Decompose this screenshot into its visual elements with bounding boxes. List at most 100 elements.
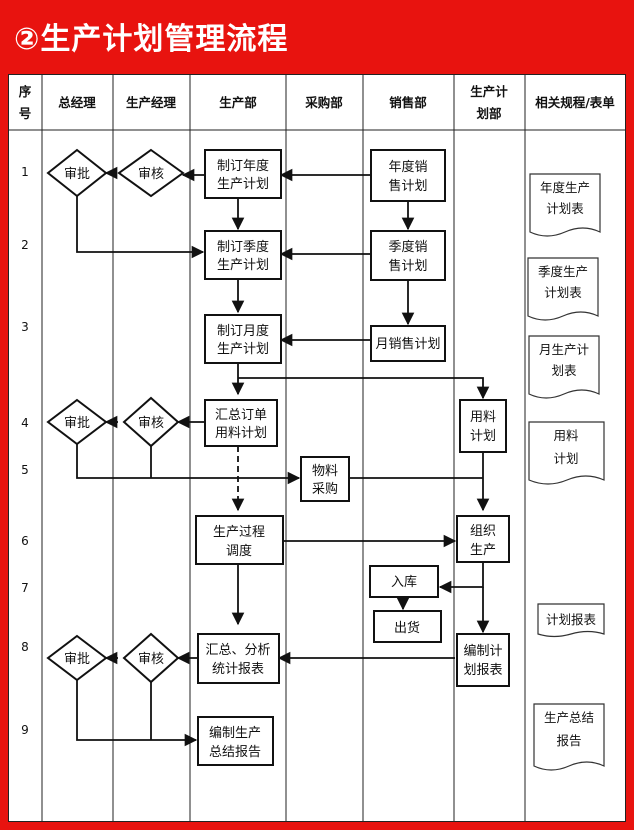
process-dispatch-label: 生产过程 <box>213 525 265 540</box>
row-number: 2 <box>21 238 29 252</box>
organize-production-box <box>456 515 510 563</box>
header-seq-1: 序 <box>19 84 32 99</box>
summary-report-doc-label: 生产总结 <box>544 710 594 725</box>
summary-orders-label: 用料计划 <box>215 426 267 441</box>
page-title: ②生产计划管理流程 <box>14 22 289 57</box>
column-headers: 序 号 总经理 生产经理 生产部 采购部 销售部 生产计 划部 相关规程/表单 <box>19 84 616 121</box>
shipment-box <box>373 610 442 643</box>
material-plan-label: 计划 <box>470 429 496 444</box>
row-number: 5 <box>21 463 29 477</box>
row-number: 4 <box>21 416 29 430</box>
material-plan-doc-label: 计划 <box>553 451 578 466</box>
quarterly-production-plan-label: 制订季度 <box>217 239 269 255</box>
quarterly-plan-form-label: 计划表 <box>544 285 582 300</box>
summary-report-label: 总结报告 <box>209 745 261 760</box>
approve-diamond <box>46 634 108 682</box>
review-diamond <box>122 396 180 448</box>
review-label: 审核 <box>138 167 164 182</box>
review-diamond <box>122 632 180 684</box>
quarterly-sales-plan-box <box>370 230 446 281</box>
row-number: 7 <box>21 581 29 595</box>
material-plan-box <box>459 399 507 453</box>
quarterly-production-plan-box <box>204 230 282 280</box>
summary-stats-box <box>197 633 280 684</box>
monthly-production-plan-label: 生产计划 <box>217 342 269 357</box>
annual-sales-plan-label: 年度销 <box>388 159 427 175</box>
monthly-plan-form-label: 月生产计 <box>539 342 589 357</box>
quarterly-production-plan-label: 生产计划 <box>217 258 269 273</box>
quarterly-plan-form-doc <box>527 257 599 321</box>
header-purchasing-dept: 采购部 <box>304 95 343 110</box>
material-plan-label: 用料 <box>470 410 496 425</box>
review-diamond <box>117 148 185 198</box>
quarterly-sales-plan-label: 售计划 <box>388 258 427 274</box>
grid-lines <box>8 74 626 822</box>
approve-diamond <box>46 148 108 198</box>
annual-plan-form-label: 计划表 <box>546 201 584 216</box>
header-general-manager: 总经理 <box>58 95 96 110</box>
material-purchase-box <box>300 456 350 502</box>
material-purchase-label: 采购 <box>312 481 338 497</box>
quarterly-sales-plan-label: 季度销 <box>388 239 427 255</box>
monthly-sales-plan-label: 月销售计划 <box>375 336 440 352</box>
row-number: 3 <box>21 320 29 334</box>
header-seq-2: 号 <box>19 106 32 121</box>
plan-report-label: 编制计 <box>463 644 502 659</box>
header-planning-dept-1: 生产计 <box>470 84 508 99</box>
summary-report-label: 编制生产 <box>209 726 261 741</box>
row-number: 9 <box>21 723 29 737</box>
header-production-manager: 生产经理 <box>126 95 177 110</box>
annual-sales-plan-box <box>370 149 446 202</box>
material-plan-doc-label: 用料 <box>553 428 579 443</box>
annual-production-plan-box <box>204 149 282 199</box>
warehouse-in-box <box>369 565 439 598</box>
row-number: 6 <box>21 534 29 548</box>
review-label: 审核 <box>138 652 164 667</box>
quarterly-plan-form-label: 季度生产 <box>538 264 588 279</box>
approve-label: 审批 <box>64 167 90 182</box>
header-sales-dept: 销售部 <box>389 95 427 110</box>
approve-label: 审批 <box>64 652 90 667</box>
monthly-plan-form-label: 划表 <box>551 363 577 378</box>
row-number: 1 <box>21 165 29 179</box>
annual-plan-form-doc <box>529 173 601 237</box>
summary-stats-label: 统计报表 <box>212 662 264 677</box>
summary-report-doc-label: 报告 <box>556 733 581 748</box>
summary-report-box <box>197 716 274 766</box>
annual-production-plan-label: 制订年度 <box>217 158 269 174</box>
header-related-docs: 相关规程/表单 <box>535 95 615 110</box>
shipment-label: 出货 <box>394 620 420 636</box>
row-number: 8 <box>21 640 29 654</box>
plan-report-label: 划报表 <box>463 663 502 678</box>
flowchart-panel: 序 号 总经理 生产经理 生产部 采购部 销售部 生产计 划部 相关规程/表单 … <box>8 74 626 822</box>
annual-plan-form-label: 年度生产 <box>540 180 590 195</box>
summary-stats-label: 汇总、分析 <box>205 643 270 658</box>
process-dispatch-box <box>195 515 284 565</box>
header-production-dept: 生产部 <box>219 95 257 110</box>
monthly-sales-plan-box <box>370 325 446 362</box>
approve-diamond <box>46 398 108 446</box>
annual-sales-plan-label: 售计划 <box>388 178 427 194</box>
summary-orders-label: 汇总订单 <box>215 408 267 423</box>
connectors <box>76 166 490 747</box>
material-purchase-label: 物料 <box>312 464 338 479</box>
summary-orders-box <box>204 399 278 447</box>
summary-report-doc <box>533 703 605 771</box>
flowchart: 序 号 总经理 生产经理 生产部 采购部 销售部 生产计 划部 相关规程/表单 … <box>8 74 626 822</box>
annual-production-plan-label: 生产计划 <box>217 177 269 192</box>
plan-report-box <box>456 633 510 687</box>
plan-report-doc-label: 计划报表 <box>546 612 597 627</box>
organize-production-label: 组织 <box>470 524 496 539</box>
monthly-production-plan-label: 制订月度 <box>217 323 269 339</box>
warehouse-in-label: 入库 <box>391 574 417 590</box>
approve-label: 审批 <box>64 416 90 431</box>
review-label: 审核 <box>138 416 164 431</box>
material-plan-doc <box>528 421 605 485</box>
plan-report-doc <box>537 603 605 638</box>
monthly-production-plan-box <box>204 314 282 364</box>
header-planning-dept-2: 划部 <box>476 106 502 121</box>
process-dispatch-label: 调度 <box>226 543 252 559</box>
monthly-plan-form-doc <box>528 335 600 399</box>
row-numbers: 1 2 3 4 5 6 7 8 9 <box>21 165 29 737</box>
organize-production-label: 生产 <box>470 543 496 558</box>
